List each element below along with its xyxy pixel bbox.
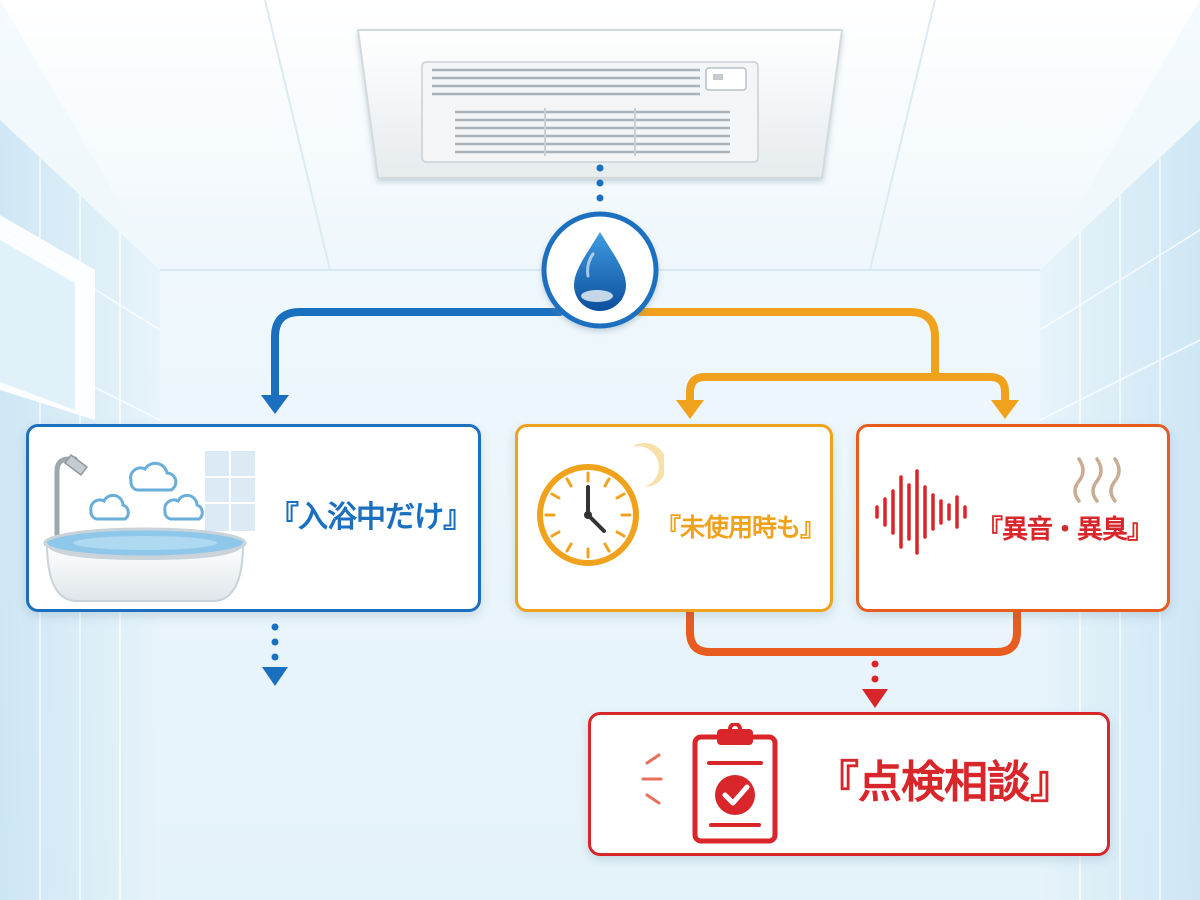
arrow-to-unused-card bbox=[676, 400, 704, 419]
bathing-only-label: 『入浴中だけ』 bbox=[269, 500, 473, 535]
abnormal-card: 『異音・異臭』 bbox=[856, 424, 1170, 612]
attention-lines-icon bbox=[641, 753, 663, 805]
sound-wave-icon bbox=[875, 469, 967, 555]
inspection-consultation-card: 『点検相談』 bbox=[588, 712, 1110, 856]
orange-connector-line bbox=[636, 308, 939, 381]
odor-icon bbox=[1073, 457, 1121, 503]
dotted-arrow-down-red bbox=[862, 660, 888, 708]
when-unused-card: 『未使用時も』 bbox=[515, 424, 833, 612]
clipboard-check-icon bbox=[692, 723, 778, 844]
water-drop-icon bbox=[541, 211, 659, 329]
bathtub-icon bbox=[43, 451, 255, 602]
arrow-to-abnormal-card bbox=[991, 400, 1019, 419]
abnormal-label: 『異音・異臭』 bbox=[977, 515, 1153, 545]
merge-connector-line bbox=[686, 608, 1021, 656]
moon-icon bbox=[632, 443, 664, 488]
ceiling-ventilation-fan bbox=[356, 29, 844, 179]
clock-icon bbox=[537, 443, 664, 566]
arrow-to-bathing-card bbox=[261, 395, 289, 414]
inspection-consultation-label: 『点検相談』 bbox=[815, 757, 1074, 808]
blue-connector-line bbox=[271, 308, 564, 402]
when-unused-label: 『未使用時も』 bbox=[656, 513, 825, 542]
orange-split-line bbox=[686, 373, 1009, 406]
dotted-arrow-down-blue bbox=[262, 623, 288, 686]
bathing-only-card: 『入浴中だけ』 bbox=[26, 424, 481, 612]
